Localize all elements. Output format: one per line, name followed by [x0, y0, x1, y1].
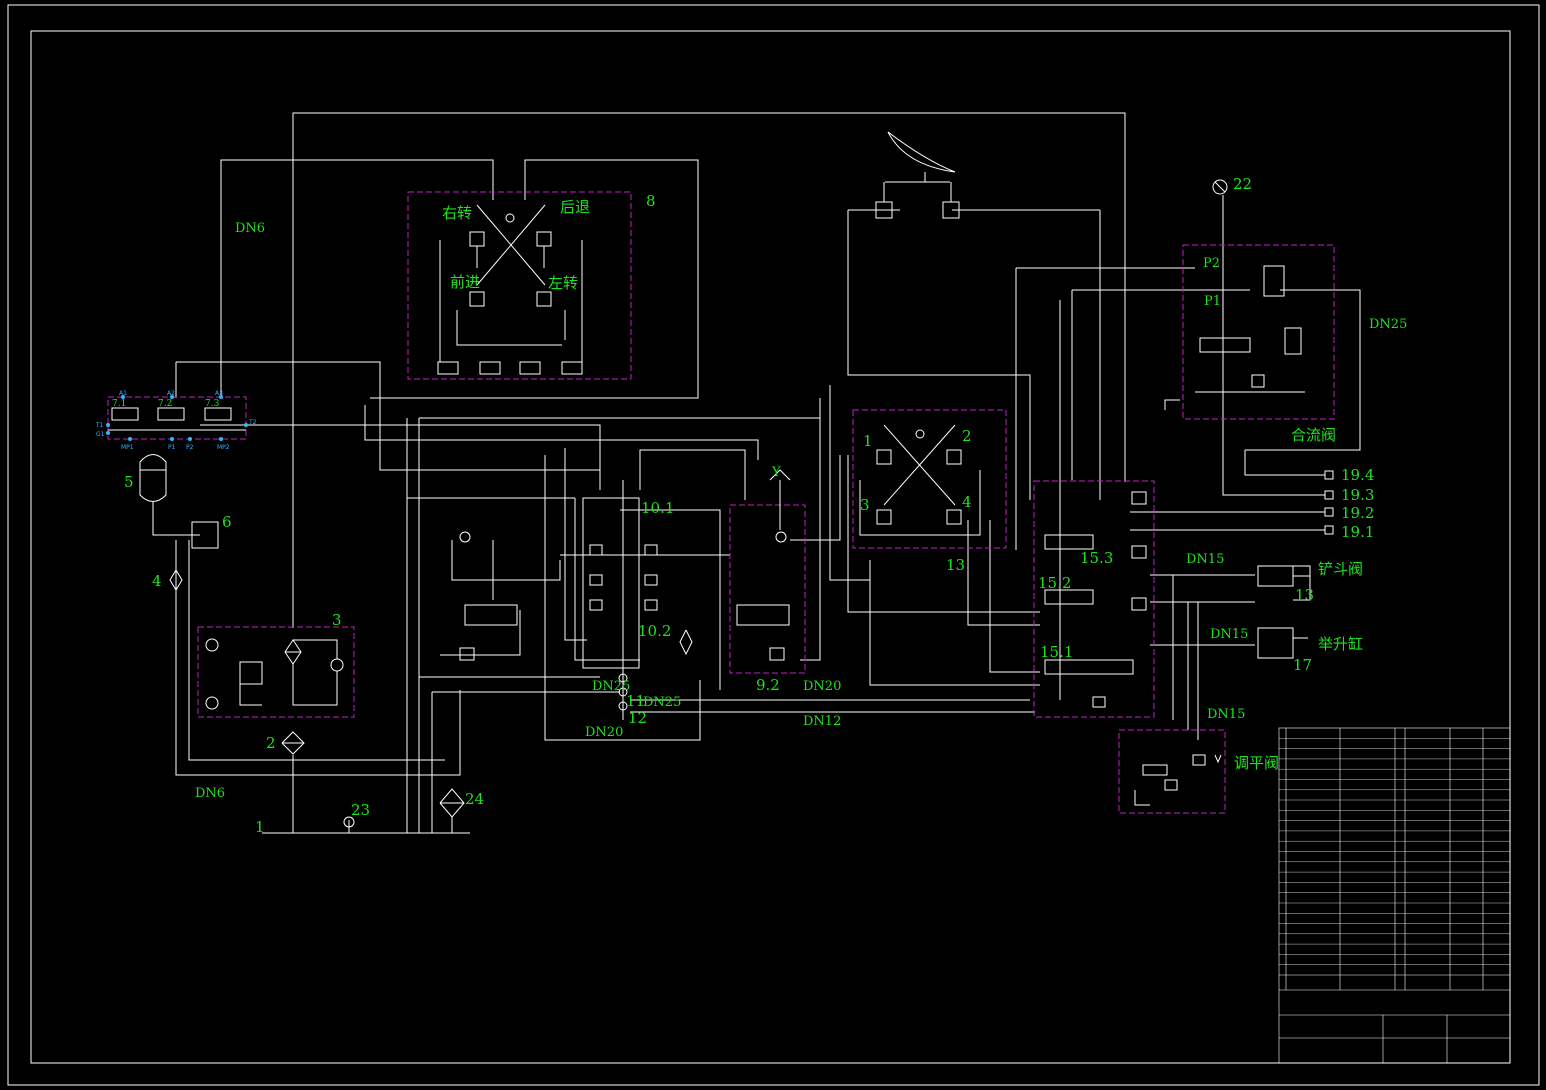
label-dn15-a: DN15 — [1186, 552, 1224, 567]
label-10-2: 10.2 — [638, 622, 671, 640]
pump-unit-3 — [205, 638, 344, 755]
label-forward: 前进 — [450, 273, 480, 291]
label-dn25-b: DN25 — [592, 679, 630, 694]
label-12: 12 — [628, 709, 647, 727]
label-right-turn: 右转 — [442, 204, 472, 222]
label-6: 6 — [222, 513, 232, 531]
port-a3: A3 — [215, 390, 223, 397]
valve-block-10 — [459, 480, 658, 720]
port-p2: P2 — [186, 444, 194, 451]
label-11: 11 — [626, 692, 645, 710]
label-b3: 3 — [860, 496, 870, 514]
label-19-3: 19.3 — [1341, 486, 1374, 504]
label-leveling-valve: 调平阀 — [1234, 754, 1279, 772]
pipe-network — [175, 112, 1361, 834]
cylinders — [1257, 565, 1311, 659]
valve-9-2 — [736, 469, 791, 661]
label-p1: P1 — [1204, 294, 1221, 309]
label-10-1: 10.1 — [641, 499, 674, 517]
component-boxes — [107, 191, 1335, 814]
pilot-valve-13 — [859, 424, 981, 536]
label-9-2: 9.2 — [756, 676, 780, 694]
label-b1: 1 — [863, 432, 873, 450]
pilot-valve-8 — [437, 204, 583, 375]
leveling-valve-internals — [1134, 754, 1222, 806]
foot-pedal-valve — [875, 131, 960, 219]
port-markers — [106, 395, 248, 441]
label-y-mark: Y — [771, 465, 781, 480]
label-19-2: 19.2 — [1341, 504, 1374, 522]
label-7-1: 7.1 — [112, 399, 126, 409]
label-bucket-valve: 铲斗阀 — [1318, 560, 1363, 578]
label-lift-cylinder: 举升缸 — [1318, 635, 1363, 653]
port-g1: G1 — [96, 431, 105, 438]
label-3: 3 — [332, 611, 342, 629]
label-15-1: 15.1 — [1040, 643, 1073, 661]
label-dn15-b: DN15 — [1210, 627, 1248, 642]
label-b2: 2 — [962, 427, 972, 445]
port-mp2: MP2 — [217, 444, 230, 451]
label-7-2: 7.2 — [158, 399, 172, 409]
label-15-3: 15.3 — [1080, 549, 1113, 567]
port-t2: T2 — [248, 419, 257, 426]
label-p2: P2 — [1203, 256, 1220, 271]
label-1: 1 — [255, 818, 265, 836]
label-dn6-top: DN6 — [235, 221, 265, 236]
label-23: 23 — [351, 801, 370, 819]
drawing-frame — [7, 4, 1540, 1086]
label-19-4: 19.4 — [1341, 466, 1374, 484]
label-15-2: 15.2 — [1038, 574, 1071, 592]
label-dn6-bottom: DN6 — [195, 786, 225, 801]
component-labels: 1 2 3 4 5 6 7.1 7.2 7.3 8 9.2 10.1 10.2 … — [112, 175, 1407, 836]
label-17: 17 — [1293, 656, 1312, 674]
label-7-3: 7.3 — [205, 399, 220, 409]
tank-filters — [343, 629, 693, 834]
parts-list-rows — [1279, 738, 1510, 965]
port-a1: A1 — [119, 390, 127, 397]
solenoid-valve-manifold-7 — [108, 407, 246, 431]
label-22: 22 — [1233, 175, 1252, 193]
port-t1: T1 — [95, 422, 104, 429]
label-merge-valve: 合流阀 — [1291, 426, 1336, 444]
label-2: 2 — [266, 734, 276, 752]
merge-valve-internals — [1164, 179, 1305, 410]
port-a2: A2 — [167, 390, 175, 397]
label-dn25-c: DN25 — [643, 695, 681, 710]
label-4: 4 — [152, 572, 162, 590]
label-8: 8 — [646, 192, 656, 210]
label-left-turn: 左转 — [548, 274, 578, 292]
label-dn15-c: DN15 — [1207, 707, 1245, 722]
label-5: 5 — [124, 473, 134, 491]
label-19-1: 19.1 — [1341, 523, 1374, 541]
port-p1: P1 — [168, 444, 176, 451]
label-13-cylinder: 13 — [1295, 586, 1314, 604]
label-13-pilot: 13 — [946, 556, 965, 574]
label-dn25-a: DN25 — [1369, 317, 1407, 332]
label-dn20-a: DN20 — [803, 679, 841, 694]
label-reverse: 后退 — [560, 198, 590, 216]
label-dn20-b: DN20 — [585, 725, 623, 740]
label-dn12: DN12 — [803, 714, 841, 729]
valve-group-15 — [1044, 491, 1147, 708]
port-labels: A1 A2 A3 T1 G1 T2 MP1 P1 P2 MP2 — [95, 390, 257, 451]
parts-list-table — [1278, 727, 1511, 1064]
label-b4: 4 — [962, 493, 972, 511]
output-ports — [1324, 470, 1334, 535]
label-24: 24 — [465, 790, 484, 808]
port-mp1: MP1 — [121, 444, 134, 451]
accumulator-5 — [139, 454, 219, 591]
